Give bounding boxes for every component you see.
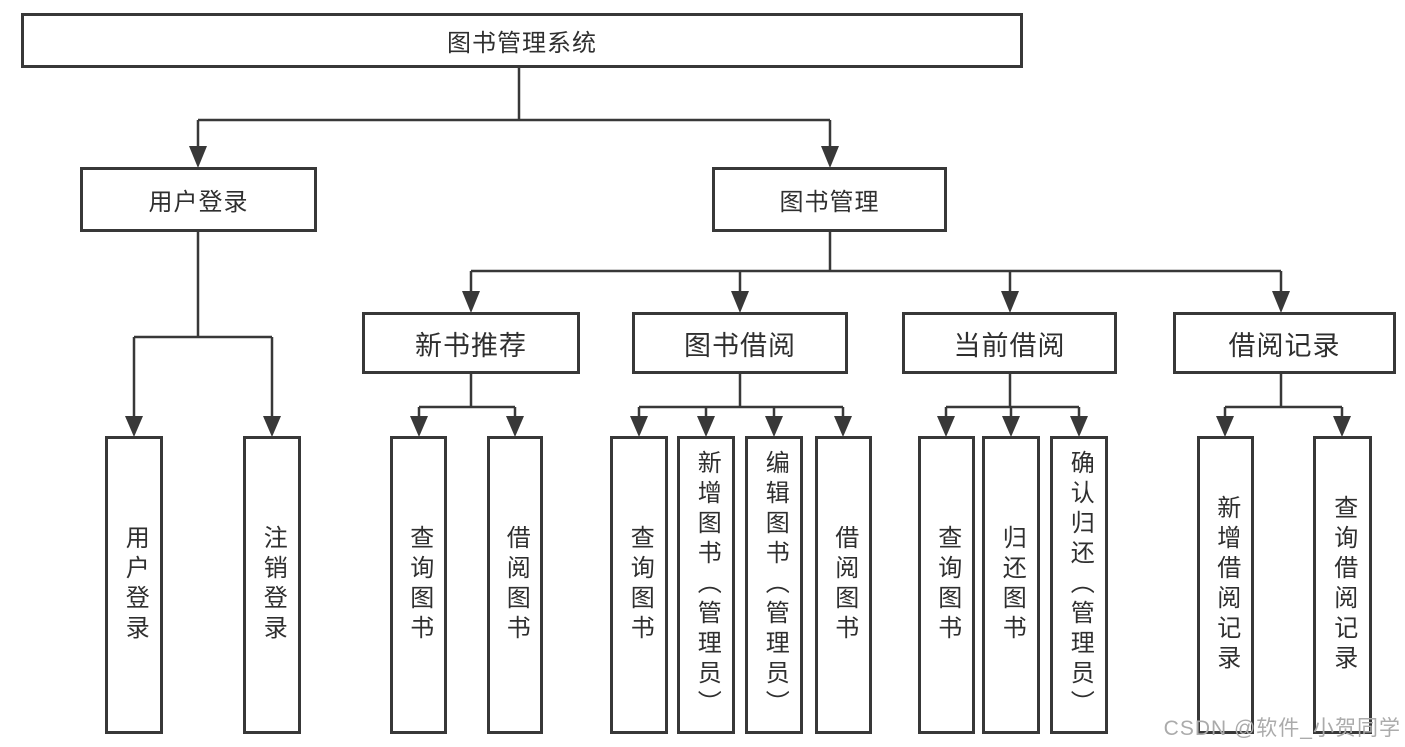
node-label: 新书推荐 xyxy=(415,330,527,361)
node-label: 查询借阅记录 xyxy=(1329,495,1357,675)
watermark-text: CSDN @软件_小贺同学 xyxy=(1163,717,1401,740)
node-label: 查询图书 xyxy=(933,525,961,645)
node-label: 图书借阅 xyxy=(684,330,796,361)
node-book-management: 图书管理 xyxy=(712,167,947,232)
node-label: 注销登录 xyxy=(259,525,287,645)
node-label: 新增借阅记录 xyxy=(1212,495,1240,675)
node-root-library-management-system: 图书管理系统 xyxy=(21,13,1023,68)
node-label: 借阅记录 xyxy=(1228,330,1341,361)
node-label: 新增图书（管理员） xyxy=(693,450,721,720)
node-current-borrow: 当前借阅 xyxy=(902,312,1117,374)
node-label: 归还图书 xyxy=(998,525,1026,645)
leaf-add-book-admin: 新增图书（管理员） xyxy=(677,436,735,734)
leaf-return-books: 归还图书 xyxy=(982,436,1040,734)
leaf-query-books-recommend: 查询图书 xyxy=(390,436,447,734)
leaf-add-borrow-record: 新增借阅记录 xyxy=(1197,436,1254,734)
leaf-query-borrow-record: 查询借阅记录 xyxy=(1313,436,1372,734)
leaf-query-books-current: 查询图书 xyxy=(918,436,975,734)
node-user-login: 用户登录 xyxy=(80,167,317,232)
node-label: 用户登录 xyxy=(148,189,249,216)
leaf-edit-book-admin: 编辑图书（管理员） xyxy=(745,436,803,734)
leaf-borrow-books-recommend: 借阅图书 xyxy=(487,436,543,734)
node-label: 图书管理系统 xyxy=(447,30,597,57)
node-borrow-records: 借阅记录 xyxy=(1173,312,1396,374)
node-label: 图书管理 xyxy=(779,189,880,216)
node-label: 查询图书 xyxy=(405,525,433,645)
node-label: 当前借阅 xyxy=(953,330,1066,361)
leaf-borrow-books: 借阅图书 xyxy=(815,436,872,734)
node-label: 用户登录 xyxy=(121,525,149,645)
node-new-book-recommend: 新书推荐 xyxy=(362,312,580,374)
arrowheads xyxy=(125,146,1351,437)
leaf-logout: 注销登录 xyxy=(243,436,301,734)
leaf-query-books-borrow: 查询图书 xyxy=(610,436,668,734)
node-label: 借阅图书 xyxy=(830,525,858,645)
leaf-user-login: 用户登录 xyxy=(105,436,163,734)
node-label: 查询图书 xyxy=(626,525,654,645)
node-label: 确认归还（管理员） xyxy=(1066,450,1094,720)
node-label: 编辑图书（管理员） xyxy=(761,450,789,720)
node-book-borrow: 图书借阅 xyxy=(632,312,848,374)
node-label: 借阅图书 xyxy=(502,525,530,645)
leaf-confirm-return-admin: 确认归还（管理员） xyxy=(1050,436,1108,734)
